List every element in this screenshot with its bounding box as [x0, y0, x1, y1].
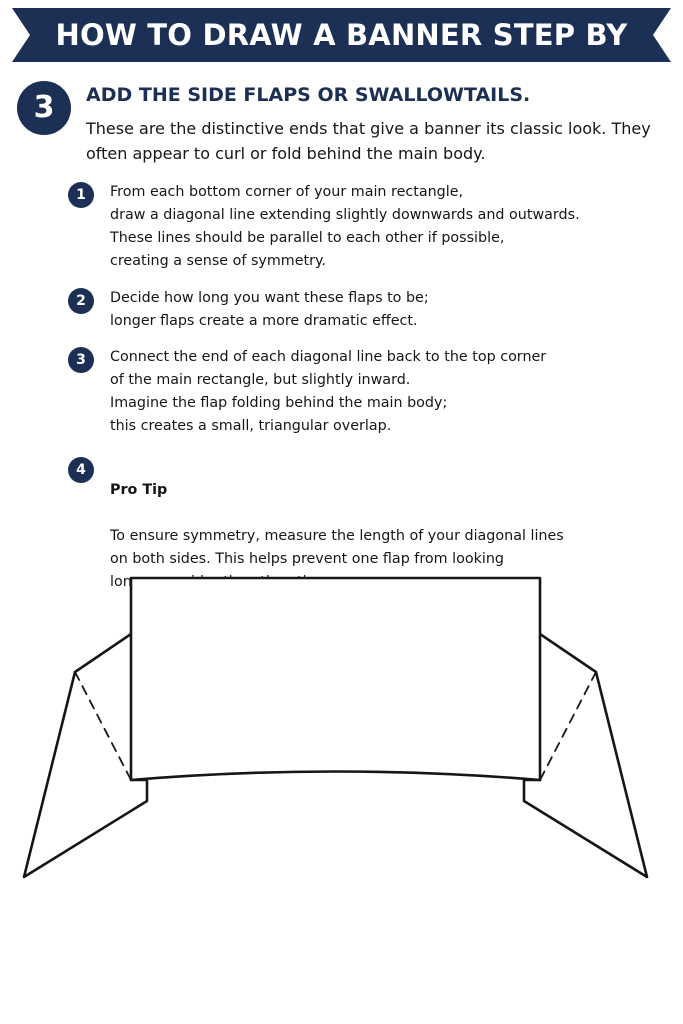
sub-step-number: 3 [68, 347, 94, 373]
sub-step-number: 2 [68, 288, 94, 314]
left-flap-outline [22, 632, 149, 879]
sub-step-number: 1 [68, 182, 94, 208]
right-flap-outline [522, 632, 649, 879]
banner-main-body [129, 576, 542, 782]
sub-step-text: Decide how long you want these flaps to … [110, 290, 429, 329]
right-flap-fold-line [539, 671, 597, 781]
page-title: HOW TO DRAW A BANNER STEP BY STEP [55, 18, 628, 106]
step-description: These are the distinctive ends that give… [86, 119, 651, 163]
header-ribbon-shape [12, 8, 671, 62]
sub-step-text: Connect the end of each diagonal line ba… [110, 349, 547, 434]
step-number-badge: 3 [17, 81, 71, 135]
left-flap-fold-line [74, 671, 132, 781]
step-heading: ADD THE SIDE FLAPS OR SWALLOWTAILS. [86, 84, 531, 106]
sub-step-text: From each bottom corner of your main rec… [110, 184, 580, 269]
pro-tip-title: Pro Tip [110, 482, 168, 498]
banner-drawing-illustration [22, 576, 649, 879]
sub-step-number: 4 [68, 457, 94, 483]
header-banner: HOW TO DRAW A BANNER STEP BY STEP [12, 8, 671, 106]
